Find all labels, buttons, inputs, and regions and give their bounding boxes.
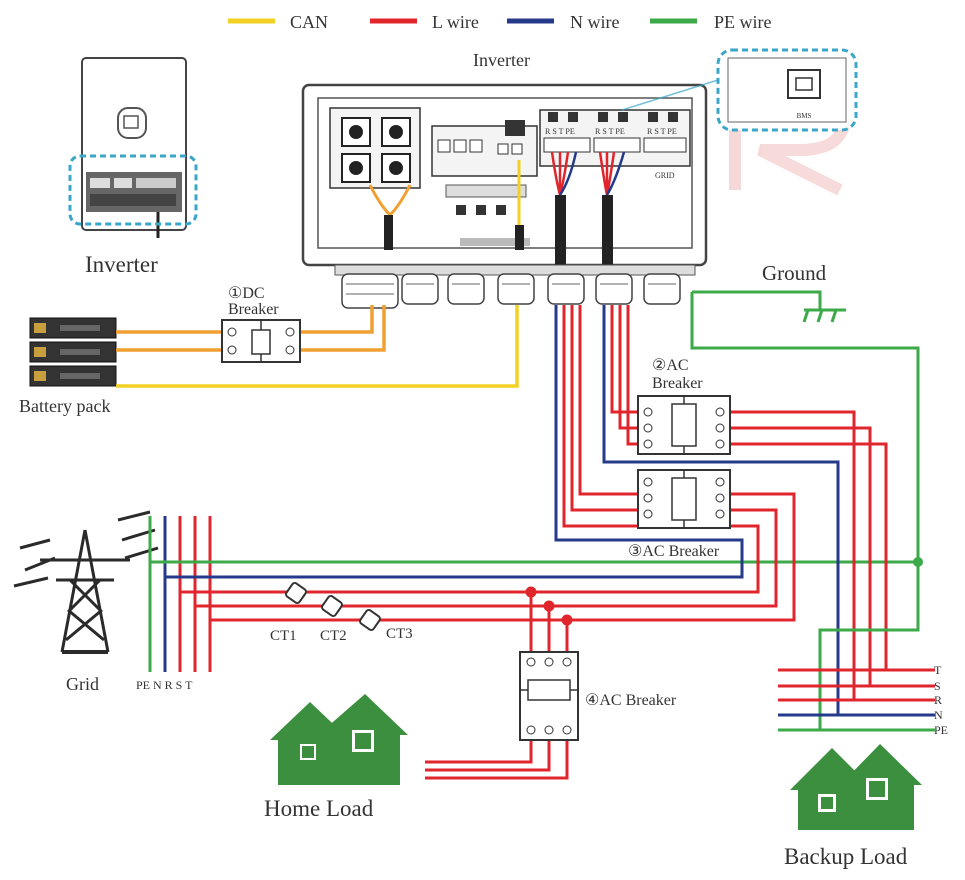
- terminal-label-2: R S T PE: [595, 127, 625, 136]
- inverter-icon-highlight: [68, 154, 198, 226]
- ac-breaker-2-number: ②AC: [652, 357, 689, 374]
- ground-label: Ground: [762, 261, 827, 285]
- inverter-panel-title: Inverter: [473, 50, 530, 70]
- bus-label-n: N: [934, 708, 943, 722]
- grid-phase-labels: PE N R S T: [136, 678, 193, 692]
- grid-bus: [148, 516, 212, 672]
- ac-breaker-2: ②AC Breaker: [637, 357, 731, 455]
- legend-l-wire-label: L wire: [432, 12, 479, 32]
- backup-bus-labels: T S R N PE: [934, 663, 948, 737]
- backup-bus: [778, 668, 886, 732]
- ct2-clamp: [321, 595, 343, 617]
- bus-label-t: T: [934, 663, 942, 677]
- ct1-clamp: [285, 582, 307, 604]
- terminal-label-1: R S T PE: [545, 127, 575, 136]
- legend: CAN L wire N wire PE wire: [228, 12, 772, 32]
- inverter-icon: Inverter: [68, 57, 198, 277]
- ac-breaker-2-word: Breaker: [652, 375, 703, 392]
- can-wire: [116, 305, 519, 388]
- ac-breaker-4-label: ④AC Breaker: [585, 692, 677, 709]
- grid-terminal-label: GRID: [655, 171, 675, 180]
- ct3-label: CT3: [386, 626, 413, 642]
- tap-dot-r: [525, 586, 537, 598]
- dc-breaker-word: Breaker: [228, 301, 279, 318]
- bus-label-pe: PE: [934, 723, 948, 737]
- tap-dot-s: [543, 600, 555, 612]
- ct-sensors: [285, 582, 381, 631]
- ct2-label: CT2: [320, 628, 347, 644]
- backup-load-label: Backup Load: [784, 844, 908, 869]
- home-load-label: Home Load: [264, 796, 374, 821]
- inverter-panel: Inverter R S T PE R S T PE R S T PE GRID: [301, 50, 708, 309]
- legend-n-wire-label: N wire: [570, 12, 619, 32]
- ac-breaker-4: ④AC Breaker: [519, 651, 677, 741]
- terminal-label-3: R S T PE: [647, 127, 677, 136]
- dc-breaker: ①DC Breaker: [221, 285, 301, 363]
- ct3-clamp: [359, 609, 381, 631]
- pe-junction-dot: [913, 557, 923, 567]
- backup-load-icon: [790, 744, 922, 830]
- grid-horizontal-wires: [150, 305, 918, 622]
- grid-tower-icon: [13, 510, 159, 654]
- battery-pack: Battery pack: [19, 317, 117, 416]
- inverter-icon-label: Inverter: [85, 252, 158, 277]
- bms-label: BMS: [797, 112, 812, 120]
- dc-breaker-number: ①DC: [228, 285, 265, 302]
- legend-can-label: CAN: [290, 12, 328, 32]
- tap-dot-t: [561, 614, 573, 626]
- bms-port-icon: [787, 69, 821, 99]
- bus-label-s: S: [934, 679, 941, 693]
- bus-label-r: R: [934, 693, 942, 707]
- ac-breaker-3: ③AC Breaker: [628, 469, 731, 560]
- backup-wires: [602, 305, 935, 732]
- dc-wires: [116, 305, 386, 352]
- legend-pe-wire-label: PE wire: [714, 12, 772, 32]
- ac-breaker-3-label: ③AC Breaker: [628, 543, 720, 560]
- ground-symbol: Ground: [692, 261, 846, 323]
- battery-pack-label: Battery pack: [19, 396, 110, 416]
- pe-wire-inverter: [690, 292, 920, 562]
- home-load-wires: [425, 592, 569, 780]
- bms-port-callout: BMS: [621, 48, 858, 132]
- grid-label: Grid: [66, 674, 99, 694]
- ct1-label: CT1: [270, 628, 297, 644]
- home-load-icon: [270, 694, 408, 785]
